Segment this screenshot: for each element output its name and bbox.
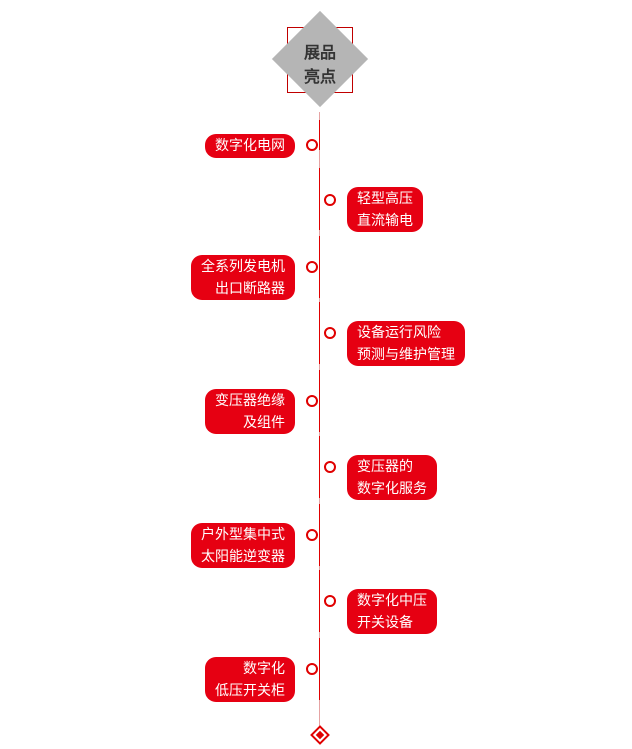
- timeline-end-marker: [310, 725, 330, 745]
- timeline-node: [324, 327, 336, 339]
- timeline-connector: [319, 370, 320, 432]
- header-title: 展品 亮点: [303, 43, 336, 86]
- timeline-connector: [319, 120, 320, 150]
- timeline-node: [324, 194, 336, 206]
- timeline-item-label: 变压器绝缘 及组件: [205, 389, 295, 434]
- timeline-item-label: 数字化中压 开关设备: [347, 589, 437, 634]
- timeline-item-label: 轻型高压 直流输电: [347, 187, 423, 232]
- timeline-connector: [319, 638, 320, 700]
- timeline-connector: [319, 436, 320, 498]
- timeline-node: [306, 663, 318, 675]
- timeline-item-label: 户外型集中式 太阳能逆变器: [191, 523, 295, 568]
- timeline-connector: [319, 504, 320, 566]
- timeline-node: [324, 595, 336, 607]
- timeline-item-label: 变压器的 数字化服务: [347, 455, 437, 500]
- timeline-node: [306, 395, 318, 407]
- timeline-item-label: 数字化 低压开关柜: [205, 657, 295, 702]
- timeline-connector: [319, 168, 320, 230]
- timeline-node: [324, 461, 336, 473]
- timeline-node: [306, 529, 318, 541]
- timeline-item-label: 设备运行风险 预测与维护管理: [347, 321, 465, 366]
- timeline-connector: [319, 236, 320, 298]
- timeline-item-label: 全系列发电机 出口断路器: [191, 255, 295, 300]
- timeline-connector: [319, 302, 320, 364]
- timeline-item-label: 数字化电网: [205, 134, 295, 158]
- timeline-node: [306, 139, 318, 151]
- timeline-node: [306, 261, 318, 273]
- timeline-connector: [319, 570, 320, 632]
